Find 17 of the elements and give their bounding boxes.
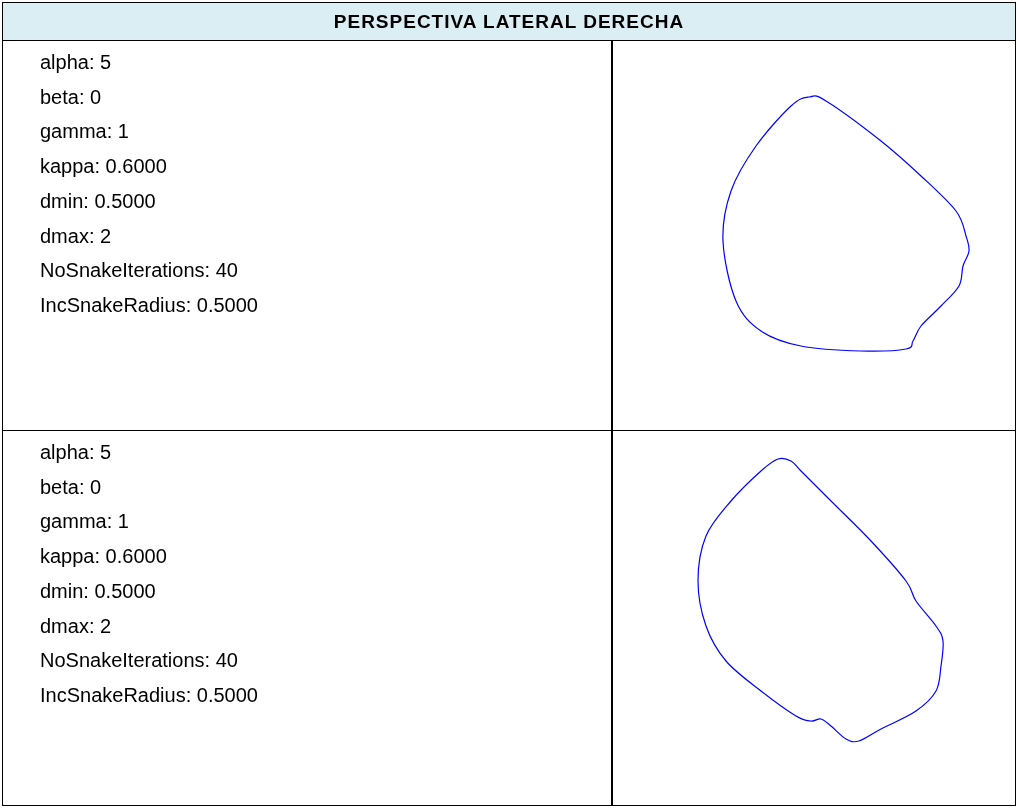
parameter-text: IncSnakeRadius: 0.5000: [40, 292, 258, 318]
parameter-text: dmin: 0.5000: [40, 188, 156, 214]
table-title: PERSPECTIVA LATERAL DERECHA: [333, 10, 685, 33]
parameter-text: NoSnakeIterations: 40: [40, 258, 238, 284]
parameter-text: alpha: 5: [40, 440, 112, 465]
parameter-text: dmax: 2: [40, 613, 112, 639]
parameter-text: gamma: 1: [40, 119, 129, 145]
parameter-text: kappa: 0.6000: [40, 544, 167, 570]
parameter-text: IncSnakeRadius: 0.5000: [40, 682, 258, 708]
parameter-text: beta: 0: [40, 84, 102, 110]
parameter-text: gamma: 1: [40, 509, 129, 535]
parameter-text: kappa: 0.6000: [40, 154, 167, 180]
parameter-text: beta: 0: [40, 474, 102, 500]
parameter-text: NoSnakeIterations: 40: [40, 648, 238, 674]
parameter-text: dmax: 2: [40, 223, 112, 249]
parameter-text: dmin: 0.5000: [40, 578, 156, 604]
parameter-text: alpha: 5: [40, 50, 112, 75]
